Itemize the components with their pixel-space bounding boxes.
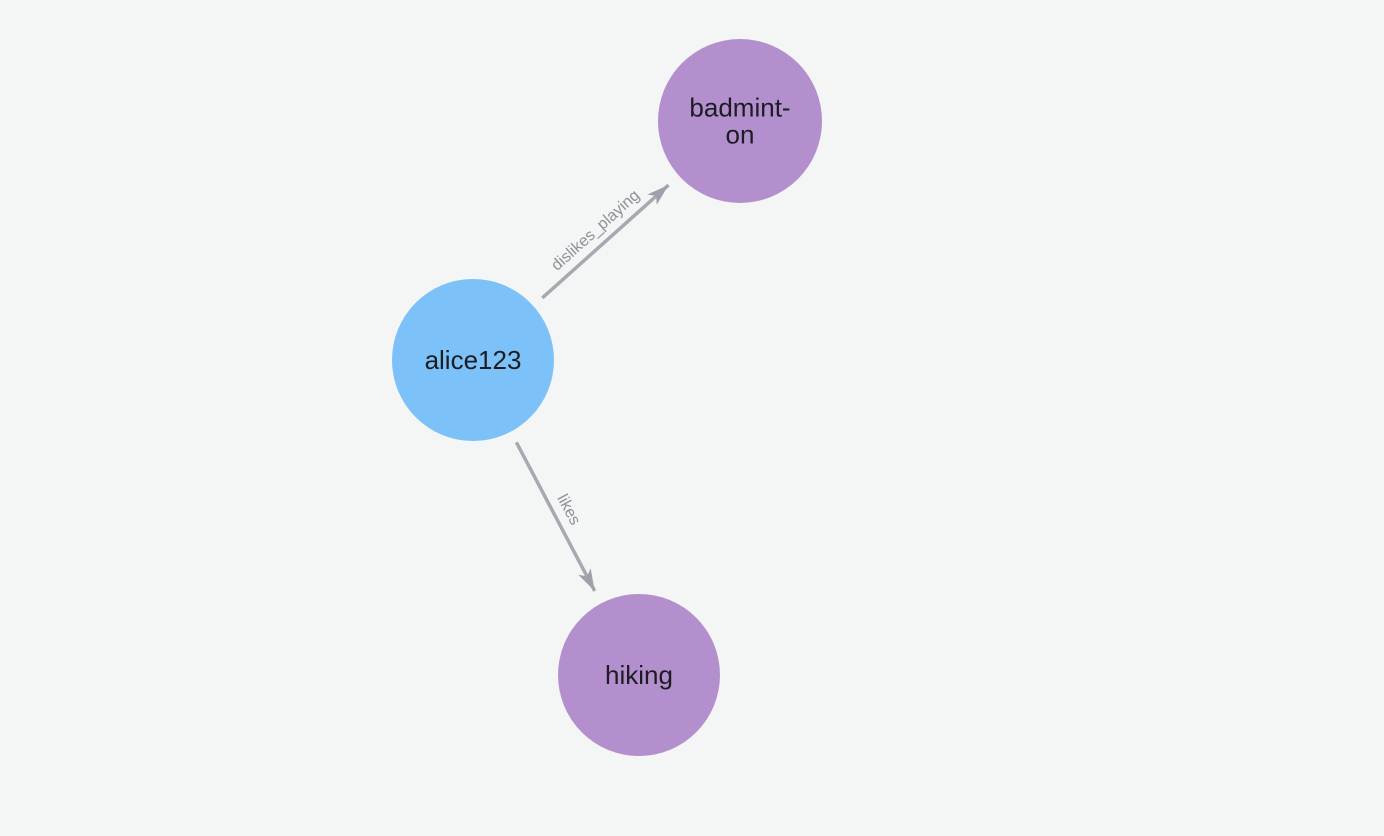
edge-label-alice123-badminton[interactable]: dislikes_playing bbox=[548, 187, 643, 274]
edge-alice123-badminton[interactable] bbox=[541, 183, 670, 300]
node-label-alice123: alice123 bbox=[425, 345, 522, 375]
edge-alice123-hiking[interactable] bbox=[514, 441, 597, 592]
node-label-hiking: hiking bbox=[605, 660, 673, 690]
node-label-line: hiking bbox=[605, 660, 673, 690]
node-hiking[interactable]: hiking bbox=[558, 594, 720, 756]
node-label-line: on bbox=[726, 120, 755, 150]
nodes-layer: alice123 badmint-on hiking bbox=[392, 39, 822, 756]
node-circle-badminton[interactable] bbox=[658, 39, 822, 203]
node-label-line: badmint- bbox=[689, 93, 790, 123]
node-circle-alice123[interactable] bbox=[392, 279, 554, 441]
node-circle-hiking[interactable] bbox=[558, 594, 720, 756]
node-label-line: alice123 bbox=[425, 345, 522, 375]
node-alice123[interactable]: alice123 bbox=[392, 279, 554, 441]
node-badminton[interactable]: badmint-on bbox=[658, 39, 822, 203]
node-label-badminton: badmint-on bbox=[689, 93, 790, 150]
